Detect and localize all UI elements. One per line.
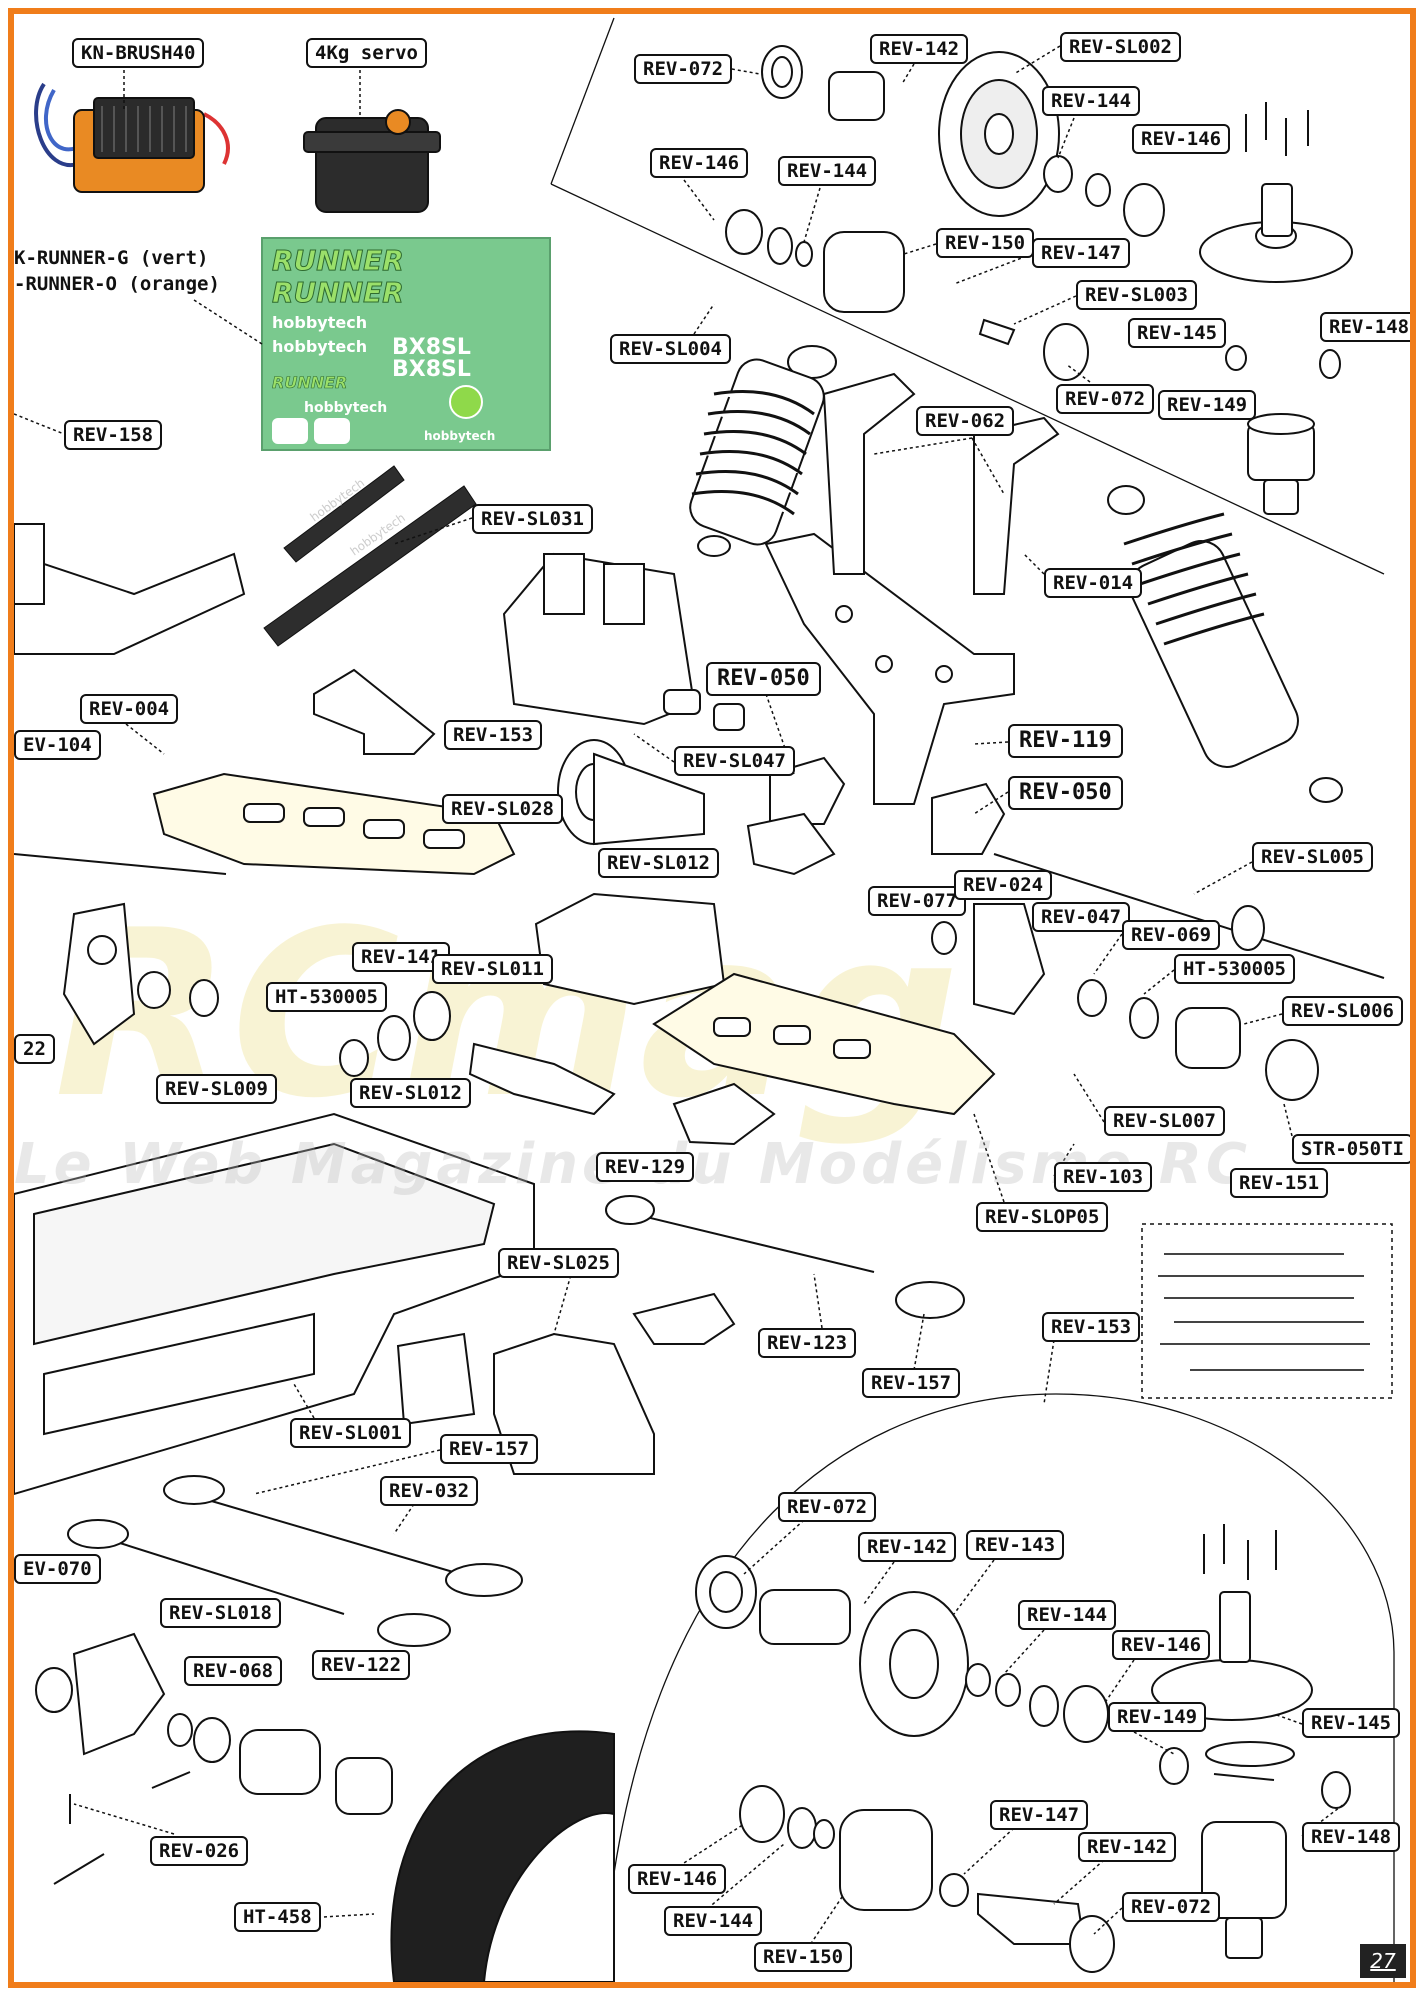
part-label-rev-050: REV-050 [1008,776,1123,810]
part-label-rev-150: REV-150 [754,1942,853,1972]
part-label-rev-157: REV-157 [440,1434,539,1464]
part-label-rev-147: REV-147 [990,1800,1089,1830]
part-label-rev-slop05: REV-SLOP05 [976,1202,1109,1232]
part-label-rev-148: REV-148 [1302,1822,1401,1852]
servo-drawing [303,109,441,213]
part-label-22: 22 [14,1034,55,1064]
part-label-rev-024: REV-024 [954,870,1053,900]
part-label-rev-sl011: REV-SL011 [432,954,553,984]
part-label-rev-sl025: REV-SL025 [498,1248,619,1278]
mechanical-parts [14,45,1393,1982]
part-label-rev-146: REV-146 [1112,1630,1211,1660]
part-label-rev-142: REV-142 [858,1532,957,1562]
part-label-rev-146: REV-146 [650,148,749,178]
part-label-rev-150: REV-150 [936,228,1035,258]
velcro-straps: hobbytech hobbytech [263,465,477,647]
part-label-rev-144: REV-144 [1042,86,1141,116]
decal-bx8sl-2: BX8SL [392,357,471,382]
decal-runner-2: RUNNER [272,276,404,309]
part-label-rev-047: REV-047 [1032,902,1131,932]
part-label-k-runner-g-vert: K-RUNNER-G (vert) [14,247,209,269]
watermark-text: Le Web Magazine du Modélisme RC [14,1132,1251,1197]
part-label-str-050ti: STR-050TI [1292,1134,1410,1164]
part-label-ht-530005: HT-530005 [1174,954,1295,984]
part-label-rev-151: REV-151 [1230,1168,1329,1198]
decal-sheet: RUNNER RUNNER hobbytech hobbytech BX8SL … [261,237,551,451]
part-label-rev-sl028: REV-SL028 [442,794,563,824]
part-label-rev-147: REV-147 [1032,238,1131,268]
part-label-4kg-servo: 4Kg servo [306,38,427,68]
part-label-rev-072: REV-072 [778,1492,877,1522]
part-label-runner-o-orange: -RUNNER-O (orange) [14,273,220,295]
part-label-rev-sl004: REV-SL004 [610,334,731,364]
part-label-rev-144: REV-144 [778,156,877,186]
part-label-rev-077: REV-077 [868,886,967,916]
part-label-rev-122: REV-122 [312,1650,411,1680]
part-label-kn-brush40: KN-BRUSH40 [72,38,205,68]
part-label-rev-050: REV-050 [706,662,821,696]
part-label-rev-153: REV-153 [1042,1312,1141,1342]
part-label-rev-062: REV-062 [916,406,1015,436]
part-label-rev-sl012: REV-SL012 [598,848,719,878]
part-label-rev-sl005: REV-SL005 [1252,842,1373,872]
part-label-rev-sl001: REV-SL001 [290,1418,411,1448]
part-label-rev-sl002: REV-SL002 [1060,32,1181,62]
part-label-rev-144: REV-144 [1018,1600,1117,1630]
part-label-rev-146: REV-146 [1132,124,1231,154]
part-label-rev-072: REV-072 [1122,1892,1221,1922]
part-label-rev-004: REV-004 [80,694,179,724]
screw-set [1158,1253,1370,1371]
part-label-rev-072: REV-072 [634,54,733,84]
section-dividers [550,17,1395,1982]
exploded-parts-diagram: RCmag [8,8,1416,1988]
part-label-rev-148: REV-148 [1320,312,1410,342]
part-label-rev-026: REV-026 [150,1836,249,1866]
part-label-rev-sl031: REV-SL031 [472,504,593,534]
part-label-rev-sl007: REV-SL007 [1104,1106,1225,1136]
part-label-rev-157: REV-157 [862,1368,961,1398]
esc-drawing [34,82,230,193]
part-label-rev-145: REV-145 [1302,1708,1401,1738]
part-label-ht-458: HT-458 [234,1902,321,1932]
part-label-rev-sl006: REV-SL006 [1282,996,1403,1026]
decal-hobbytech-2: hobbytech [272,337,367,356]
decal-runner-3: RUNNER [272,373,347,392]
part-label-rev-129: REV-129 [596,1152,695,1182]
part-label-rev-sl009: REV-SL009 [156,1074,277,1104]
part-label-rev-072: REV-072 [1056,384,1155,414]
part-label-rev-sl012: REV-SL012 [350,1078,471,1108]
part-label-rev-014: REV-014 [1044,568,1143,598]
part-label-rev-146: REV-146 [628,1864,727,1894]
part-label-rev-119: REV-119 [1008,724,1123,758]
part-label-ev-104: EV-104 [14,730,101,760]
decal-runner-1: RUNNER [272,244,404,277]
part-label-rev-145: REV-145 [1128,318,1227,348]
decal-hobbytech-3: hobbytech [304,400,387,416]
part-label-rev-158: REV-158 [64,420,163,450]
part-label-rev-142: REV-142 [1078,1832,1177,1862]
part-label-ev-070: EV-070 [14,1554,101,1584]
part-label-rev-143: REV-143 [966,1530,1065,1560]
decal-hobbytech-4: hobbytech [424,429,495,443]
part-label-rev-149: REV-149 [1158,390,1257,420]
part-label-rev-069: REV-069 [1122,920,1221,950]
part-label-rev-sl018: REV-SL018 [160,1598,281,1628]
part-label-rev-032: REV-032 [380,1476,479,1506]
parts-illustration: RCmag [14,17,1395,1982]
part-label-rev-sl047: REV-SL047 [674,746,795,776]
page-number: 27 [1360,1944,1406,1978]
part-label-rev-153: REV-153 [444,720,543,750]
part-label-rev-sl003: REV-SL003 [1076,280,1197,310]
part-label-rev-144: REV-144 [664,1906,763,1936]
part-label-ht-530005: HT-530005 [266,982,387,1012]
decal-bx8sl-1: BX8SL [392,335,471,360]
decal-hobbytech-1: hobbytech [272,313,367,332]
part-label-rev-068: REV-068 [184,1656,283,1686]
part-label-rev-123: REV-123 [758,1328,857,1358]
part-label-rev-142: REV-142 [870,34,969,64]
part-label-rev-103: REV-103 [1054,1162,1153,1192]
part-label-rev-149: REV-149 [1108,1702,1207,1732]
